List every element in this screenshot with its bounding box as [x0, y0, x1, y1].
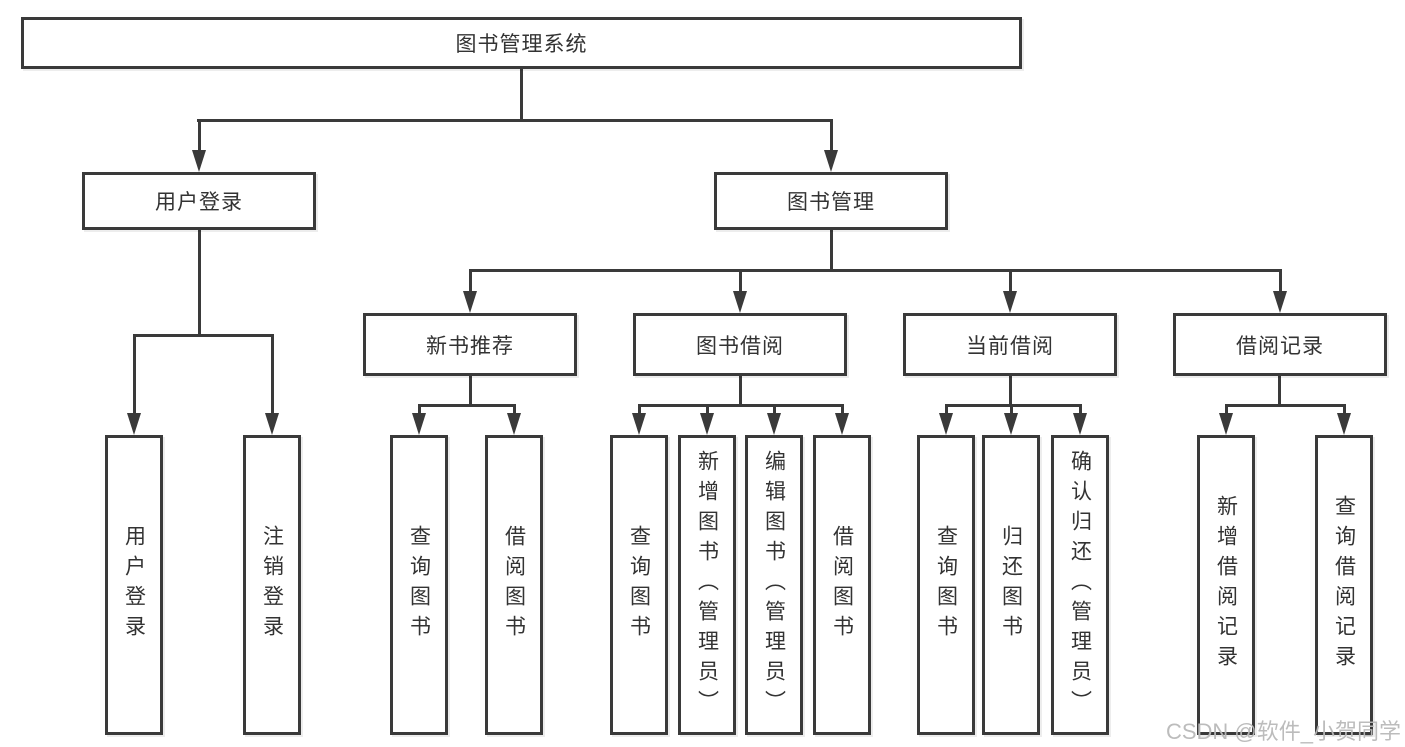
node-user-login: 用户登录	[82, 172, 316, 230]
node-user-login-label: 用户登录	[155, 191, 243, 214]
node-borrow-records-label: 借阅记录	[1236, 334, 1324, 358]
connector-current-bus	[946, 404, 1082, 407]
connector-borrow-bus	[639, 404, 844, 407]
leaf-label: 编辑图书（管理员）	[762, 450, 786, 720]
arrow-down-icon	[463, 291, 477, 313]
leaf-user-login: 用户登录	[105, 435, 163, 735]
node-book-borrow: 图书借阅	[633, 313, 847, 376]
leaf-borrow-books-2: 借阅图书	[813, 435, 871, 735]
arrow-down-icon	[1003, 291, 1017, 313]
connector-drop	[271, 334, 274, 416]
arrow-down-icon	[939, 413, 953, 435]
node-new-book-recommend: 新书推荐	[363, 313, 577, 376]
connector-newbook-bus	[419, 404, 516, 407]
connector-records-bus	[1226, 404, 1346, 407]
leaf-label: 新增借阅记录	[1214, 495, 1238, 675]
node-book-management-label: 图书管理	[787, 191, 875, 214]
csdn-watermark: CSDN @软件_小贺同学	[1165, 719, 1401, 744]
node-book-borrow-label: 图书借阅	[696, 334, 784, 358]
leaf-label: 注销登录	[260, 525, 284, 645]
arrow-down-icon	[1073, 413, 1087, 435]
arrow-down-icon	[127, 413, 141, 435]
leaf-label: 归还图书	[999, 525, 1023, 645]
node-root-label: 图书管理系统	[455, 33, 588, 56]
node-root: 图书管理系统	[21, 17, 1022, 69]
connector-level2-bus	[197, 119, 833, 122]
leaf-query-borrow-record: 查询借阅记录	[1315, 435, 1373, 735]
connector-level3-bus	[469, 269, 1282, 272]
arrow-down-icon	[412, 413, 426, 435]
connector-drop	[1010, 404, 1013, 416]
node-book-management: 图书管理	[714, 172, 948, 230]
connector-drop	[739, 269, 742, 294]
connector-drop	[1225, 404, 1228, 416]
leaf-borrow-books-1: 借阅图书	[485, 435, 543, 735]
arrow-down-icon	[835, 413, 849, 435]
connector-root-stem	[520, 68, 523, 122]
leaf-edit-books-admin: 编辑图书（管理员）	[745, 435, 803, 735]
connector-drop	[773, 404, 776, 416]
connector-drop	[638, 404, 641, 416]
leaf-add-borrow-record: 新增借阅记录	[1197, 435, 1255, 735]
arrow-down-icon	[265, 413, 279, 435]
connector-drop	[1343, 404, 1346, 416]
connector-userlogin-stem	[198, 230, 201, 337]
connector-userlogin-bus	[133, 334, 274, 337]
node-borrow-records: 借阅记录	[1173, 313, 1387, 376]
connector-current-stem	[1009, 376, 1012, 407]
leaf-query-books-2: 查询图书	[610, 435, 668, 735]
arrow-down-icon	[1273, 291, 1287, 313]
arrow-down-icon	[767, 413, 781, 435]
leaf-confirm-return-admin: 确认归还（管理员）	[1051, 435, 1109, 735]
leaf-label: 新增图书（管理员）	[695, 450, 719, 720]
arrow-down-icon	[632, 413, 646, 435]
leaf-return-books: 归还图书	[982, 435, 1040, 735]
connector-drop	[133, 334, 136, 416]
arrow-down-icon	[1337, 413, 1351, 435]
leaf-logout: 注销登录	[243, 435, 301, 735]
arrow-down-icon	[1219, 413, 1233, 435]
connector-drop	[841, 404, 844, 416]
node-current-borrow-label: 当前借阅	[966, 334, 1054, 358]
connector-drop	[418, 404, 421, 416]
connector-drop	[1279, 269, 1282, 294]
connector-drop	[706, 404, 709, 416]
leaf-label: 借阅图书	[830, 525, 854, 645]
leaf-query-books-1: 查询图书	[390, 435, 448, 735]
connector-drop	[1009, 269, 1012, 294]
connector-drop-book-mgmt	[830, 119, 833, 153]
connector-newbook-stem	[469, 376, 472, 407]
connector-bookmgmt-stem	[830, 230, 833, 272]
connector-drop	[1079, 404, 1082, 416]
leaf-label: 确认归还（管理员）	[1068, 450, 1092, 720]
leaf-label: 查询图书	[407, 525, 431, 645]
arrow-down-icon	[192, 150, 206, 172]
connector-drop	[513, 404, 516, 416]
arrow-down-icon	[700, 413, 714, 435]
leaf-label: 用户登录	[122, 525, 146, 645]
leaf-query-books-3: 查询图书	[917, 435, 975, 735]
connector-records-stem	[1278, 376, 1281, 407]
arrow-down-icon	[507, 413, 521, 435]
arrow-down-icon	[733, 291, 747, 313]
arrow-down-icon	[1004, 413, 1018, 435]
connector-drop	[469, 269, 472, 294]
connector-drop-user-login	[198, 119, 201, 153]
leaf-label: 借阅图书	[502, 525, 526, 645]
node-new-book-recommend-label: 新书推荐	[426, 334, 514, 358]
connector-borrow-stem	[739, 376, 742, 407]
leaf-label: 查询图书	[934, 525, 958, 645]
connector-drop	[945, 404, 948, 416]
leaf-add-books-admin: 新增图书（管理员）	[678, 435, 736, 735]
arrow-down-icon	[824, 150, 838, 172]
leaf-label: 查询借阅记录	[1332, 495, 1356, 675]
leaf-label: 查询图书	[627, 525, 651, 645]
node-current-borrow: 当前借阅	[903, 313, 1117, 376]
